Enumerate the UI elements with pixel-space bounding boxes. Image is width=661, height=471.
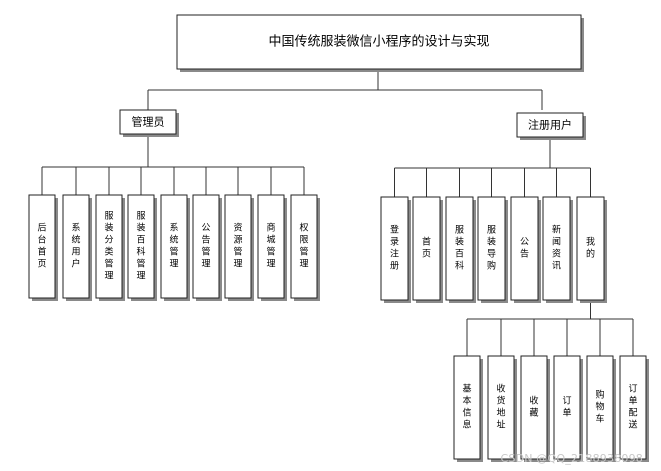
user-module-box: 我的	[576, 196, 607, 303]
box-border	[487, 355, 515, 460]
user-module-box: 登录注册	[380, 196, 411, 303]
box-border	[380, 196, 409, 301]
box-border	[453, 355, 481, 460]
box-label: 收货地址	[496, 383, 505, 431]
box-label: 首页	[422, 236, 431, 260]
box-border	[510, 196, 539, 301]
box-border	[542, 196, 571, 301]
admin-module-box: 后台首页	[28, 194, 58, 301]
box-border	[28, 194, 56, 299]
box-label: 购物车	[595, 389, 604, 425]
box-label: 新闻资讯	[552, 224, 561, 272]
box-label: 注册用户	[528, 118, 572, 132]
mine-module-box: 购物车	[586, 355, 616, 462]
box-label: 服装分类管理	[104, 211, 113, 282]
watermark: CSDN @QQ_2188938098	[500, 452, 643, 465]
box-label: 服装百科	[455, 225, 464, 272]
box-label: 我的	[586, 237, 595, 260]
box-border	[257, 194, 285, 299]
box-border	[127, 194, 155, 299]
box-border	[516, 112, 584, 138]
box-border	[290, 194, 318, 299]
box-label: 商城管理	[266, 222, 275, 270]
box-border	[95, 194, 123, 299]
mine-module-box: 收货地址	[487, 355, 517, 462]
box-border	[619, 355, 647, 460]
box-border	[160, 194, 188, 299]
box-label: 后台首页	[37, 223, 46, 270]
box-label: 中国传统服装微信小程序的设计与实现	[268, 34, 489, 50]
box-label: 服装导购	[487, 225, 496, 272]
admin-module-box: 公告管理	[192, 194, 222, 301]
box-label: 登录注册	[390, 225, 399, 272]
admin-module-box: 服装分类管理	[95, 194, 125, 301]
box-label: 订单	[562, 396, 571, 419]
mine-module-box: 订单配送	[619, 355, 649, 462]
box-border	[553, 355, 581, 460]
box-border	[445, 196, 474, 301]
admin-module-box: 服装百科管理	[127, 194, 157, 301]
box-border	[176, 14, 582, 70]
mine-module-box: 收藏	[520, 355, 550, 462]
box-label: 基本信息	[462, 383, 471, 431]
mine-module-box: 订单	[553, 355, 583, 462]
admin-module-box: 商城管理	[257, 194, 287, 301]
registered-user-box: 注册用户	[516, 112, 586, 140]
box-label: 订单配送	[628, 384, 637, 431]
box-label: 服装百科管理	[136, 211, 145, 282]
user-module-box: 新闻资讯	[542, 196, 573, 303]
connector-lines	[41, 72, 634, 356]
box-border	[586, 355, 614, 460]
admin-module-box: 系统用户	[62, 194, 92, 301]
admin-box: 管理员	[119, 109, 179, 137]
admin-module-box: 权限管理	[290, 194, 320, 301]
box-label: 管理员	[132, 115, 165, 129]
box-label: 资源管理	[233, 223, 242, 270]
box-border	[520, 355, 548, 460]
box-border	[119, 109, 177, 135]
user-module-box: 服装导购	[477, 196, 508, 303]
box-border	[224, 194, 252, 299]
box-border	[576, 196, 605, 301]
box-border	[62, 194, 90, 299]
box-label: 权限管理	[299, 222, 308, 270]
title-box: 中国传统服装微信小程序的设计与实现	[176, 14, 584, 72]
box-border	[192, 194, 220, 299]
user-module-box: 公告	[510, 196, 541, 303]
mine-module-box: 基本信息	[453, 355, 483, 462]
user-module-box: 首页	[412, 196, 443, 303]
box-label: 系统管理	[169, 223, 178, 270]
box-border	[477, 196, 506, 301]
box-label: 系统用户	[71, 223, 80, 270]
box-label: 公告	[520, 237, 529, 260]
user-module-box: 服装百科	[445, 196, 476, 303]
box-border	[412, 196, 441, 301]
box-label: 收藏	[529, 395, 538, 419]
box-label: 公告管理	[201, 223, 210, 270]
admin-module-box: 资源管理	[224, 194, 254, 301]
admin-module-box: 系统管理	[160, 194, 190, 301]
